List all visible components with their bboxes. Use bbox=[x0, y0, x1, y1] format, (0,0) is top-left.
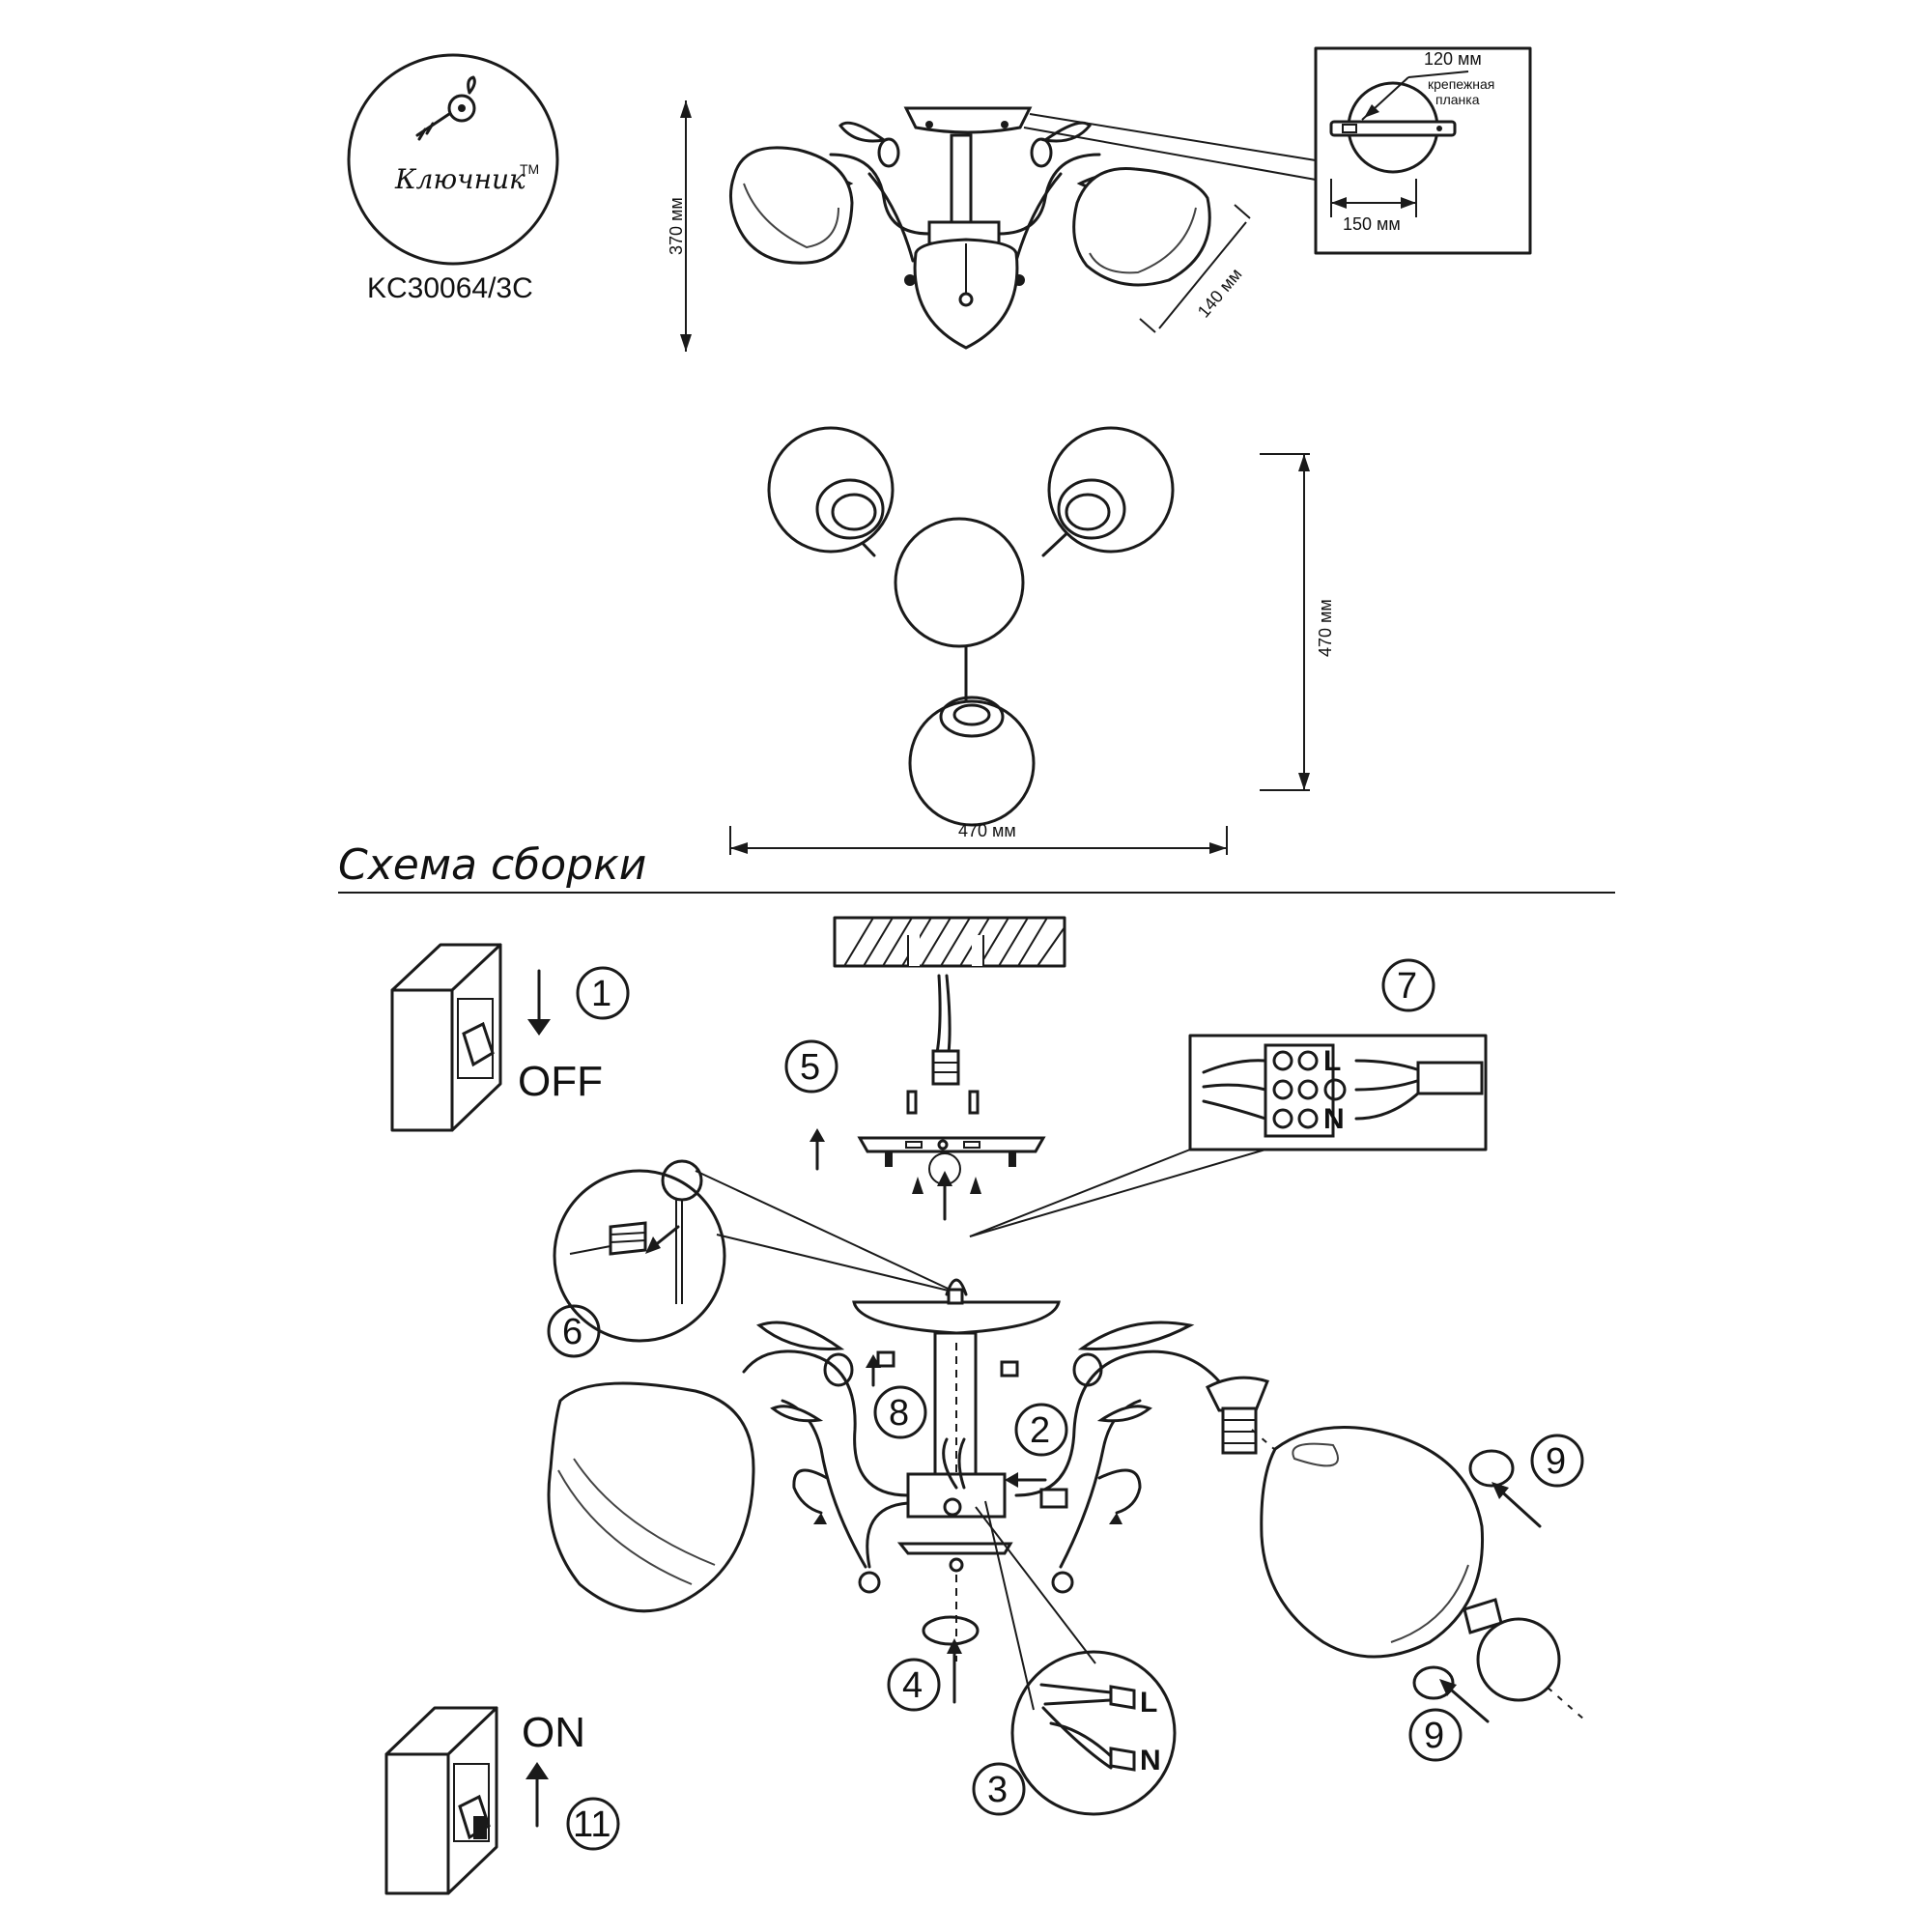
trademark: TM bbox=[520, 161, 539, 177]
plate-length-label: 120 мм bbox=[1424, 49, 1482, 69]
wiring-terminal-detail: L N bbox=[969, 1034, 1488, 1237]
arrow-left-icon bbox=[1005, 1472, 1047, 1488]
svg-text:9: 9 bbox=[1546, 1441, 1566, 1482]
depth-dimension: 470 мм bbox=[1260, 453, 1335, 791]
plate-caption-1: крепежная bbox=[1428, 76, 1494, 92]
svg-text:2: 2 bbox=[1030, 1410, 1050, 1451]
step-6: 6 bbox=[547, 1304, 601, 1358]
wiring-l-label: L bbox=[1323, 1045, 1341, 1077]
wall-switch-on bbox=[384, 1706, 498, 1895]
side-view bbox=[729, 106, 1317, 350]
shade-size-label: 140 мм bbox=[1194, 265, 1246, 322]
arrow-up-icon bbox=[866, 1354, 881, 1387]
assembly-title: Схема сборки bbox=[338, 840, 646, 890]
arrow-diagonal-icon bbox=[1492, 1482, 1542, 1528]
step-11: 11 bbox=[566, 1797, 620, 1851]
height-dimension: 370 мм bbox=[667, 100, 692, 352]
plate-caption-2: планка bbox=[1435, 92, 1480, 107]
arrow-down-icon bbox=[527, 969, 551, 1036]
key-icon bbox=[415, 75, 476, 141]
arrow-up-icon bbox=[947, 1638, 962, 1704]
switch-on-label: ON bbox=[522, 1709, 585, 1756]
mounting-plate-detail: 120 мм крепежная планка 150 мм bbox=[1314, 46, 1532, 255]
svg-text:5: 5 bbox=[800, 1047, 820, 1088]
step-5: 5 bbox=[784, 1039, 838, 1094]
step-9-bottom: 9 bbox=[1408, 1708, 1463, 1762]
svg-text:6: 6 bbox=[562, 1312, 582, 1352]
step-1: 1 bbox=[576, 966, 630, 1020]
wall-switch-off bbox=[390, 943, 502, 1132]
step-3: 3 bbox=[972, 1762, 1026, 1816]
arrow-up-icon bbox=[526, 1762, 549, 1828]
svg-text:9: 9 bbox=[1424, 1716, 1444, 1756]
ceiling bbox=[833, 916, 1066, 968]
lamp-exploded-view bbox=[547, 1278, 1585, 1720]
svg-text:4: 4 bbox=[902, 1665, 923, 1706]
arrow-up-icon bbox=[810, 1128, 825, 1171]
step-8: 8 bbox=[873, 1385, 927, 1439]
mounting-plate bbox=[857, 1136, 1046, 1221]
width-label: 470 мм bbox=[958, 821, 1016, 840]
step-4: 4 bbox=[887, 1658, 941, 1712]
wire-connector-detail: L N bbox=[1010, 1650, 1177, 1816]
model-number: KC30064/3C bbox=[367, 272, 533, 304]
arrow-diagonal-icon bbox=[1439, 1679, 1490, 1723]
nut-detail bbox=[553, 1159, 957, 1343]
step-9-top: 9 bbox=[1530, 1434, 1584, 1488]
wiring-n-label: N bbox=[1323, 1103, 1345, 1135]
switch-off-label: OFF bbox=[518, 1058, 603, 1105]
plate-width-label: 150 мм bbox=[1343, 214, 1401, 234]
brand-name: Ключник bbox=[394, 163, 526, 195]
depth-label: 470 мм bbox=[1316, 599, 1335, 657]
connector-l-label: L bbox=[1140, 1687, 1157, 1719]
brand-logo: Ключник TM bbox=[347, 53, 559, 266]
svg-text:3: 3 bbox=[987, 1770, 1008, 1810]
svg-text:11: 11 bbox=[573, 1804, 611, 1845]
svg-text:7: 7 bbox=[1397, 966, 1417, 1007]
connector-n-label: N bbox=[1140, 1745, 1161, 1776]
svg-text:1: 1 bbox=[591, 974, 611, 1014]
step-7: 7 bbox=[1381, 958, 1435, 1012]
height-label: 370 мм bbox=[667, 197, 686, 255]
svg-text:8: 8 bbox=[889, 1393, 909, 1434]
width-dimension: 470 мм bbox=[729, 821, 1228, 855]
top-view bbox=[767, 426, 1175, 827]
step-2: 2 bbox=[1014, 1403, 1068, 1457]
